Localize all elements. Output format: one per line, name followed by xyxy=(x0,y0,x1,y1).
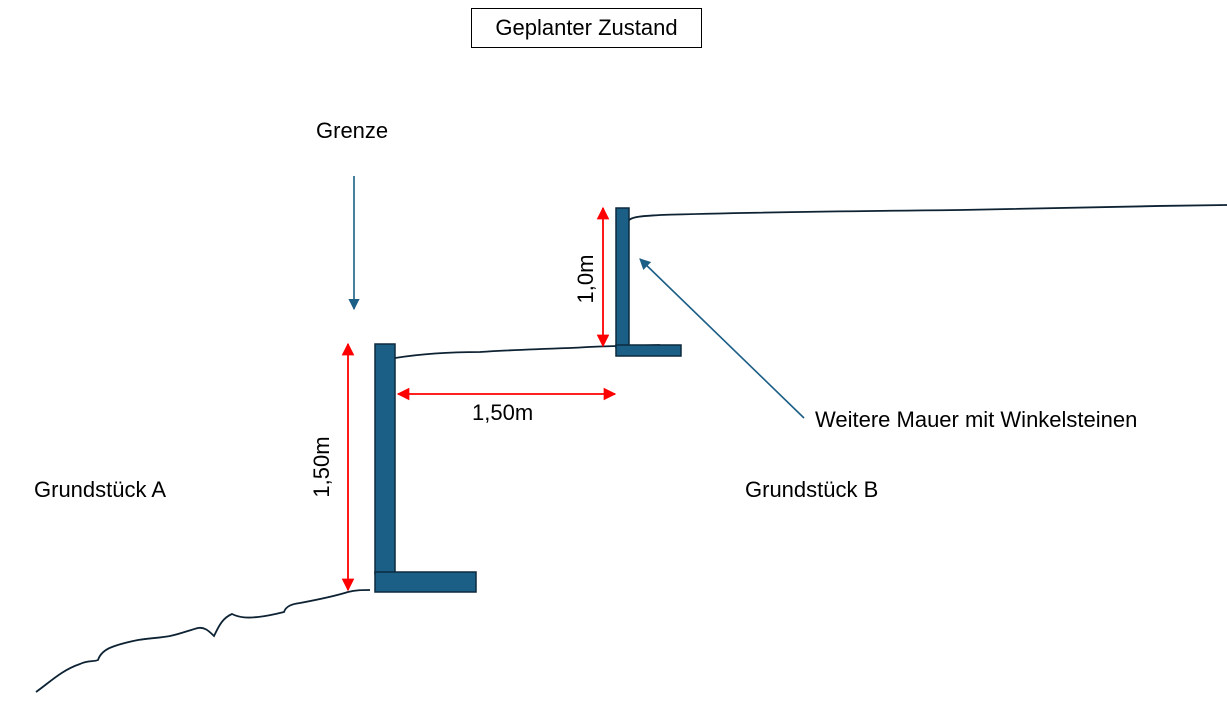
label-lower-wall-height: 1,50m xyxy=(309,436,334,498)
label-grundstueck-a: Grundstück A xyxy=(34,477,167,502)
label-horizontal-distance: 1,50m xyxy=(472,400,534,425)
lower-wall-foot xyxy=(374,571,477,593)
label-weitere-mauer: Weitere Mauer mit Winkelsteinen xyxy=(815,407,1138,432)
ground-line-a xyxy=(35,589,371,693)
diagram-title: Geplanter Zustand xyxy=(471,8,702,48)
upper-wall-stem xyxy=(615,207,630,349)
weitere-mauer-pointer-arrow xyxy=(639,258,805,419)
lower-wall-stem xyxy=(374,343,396,575)
ground-line-b xyxy=(628,204,1227,221)
label-upper-wall-height: 1,0m xyxy=(573,254,598,304)
upper-wall-foot xyxy=(615,344,682,357)
label-grundstueck-b: Grundstück B xyxy=(745,477,879,502)
label-grenze: Grenze xyxy=(316,118,389,143)
